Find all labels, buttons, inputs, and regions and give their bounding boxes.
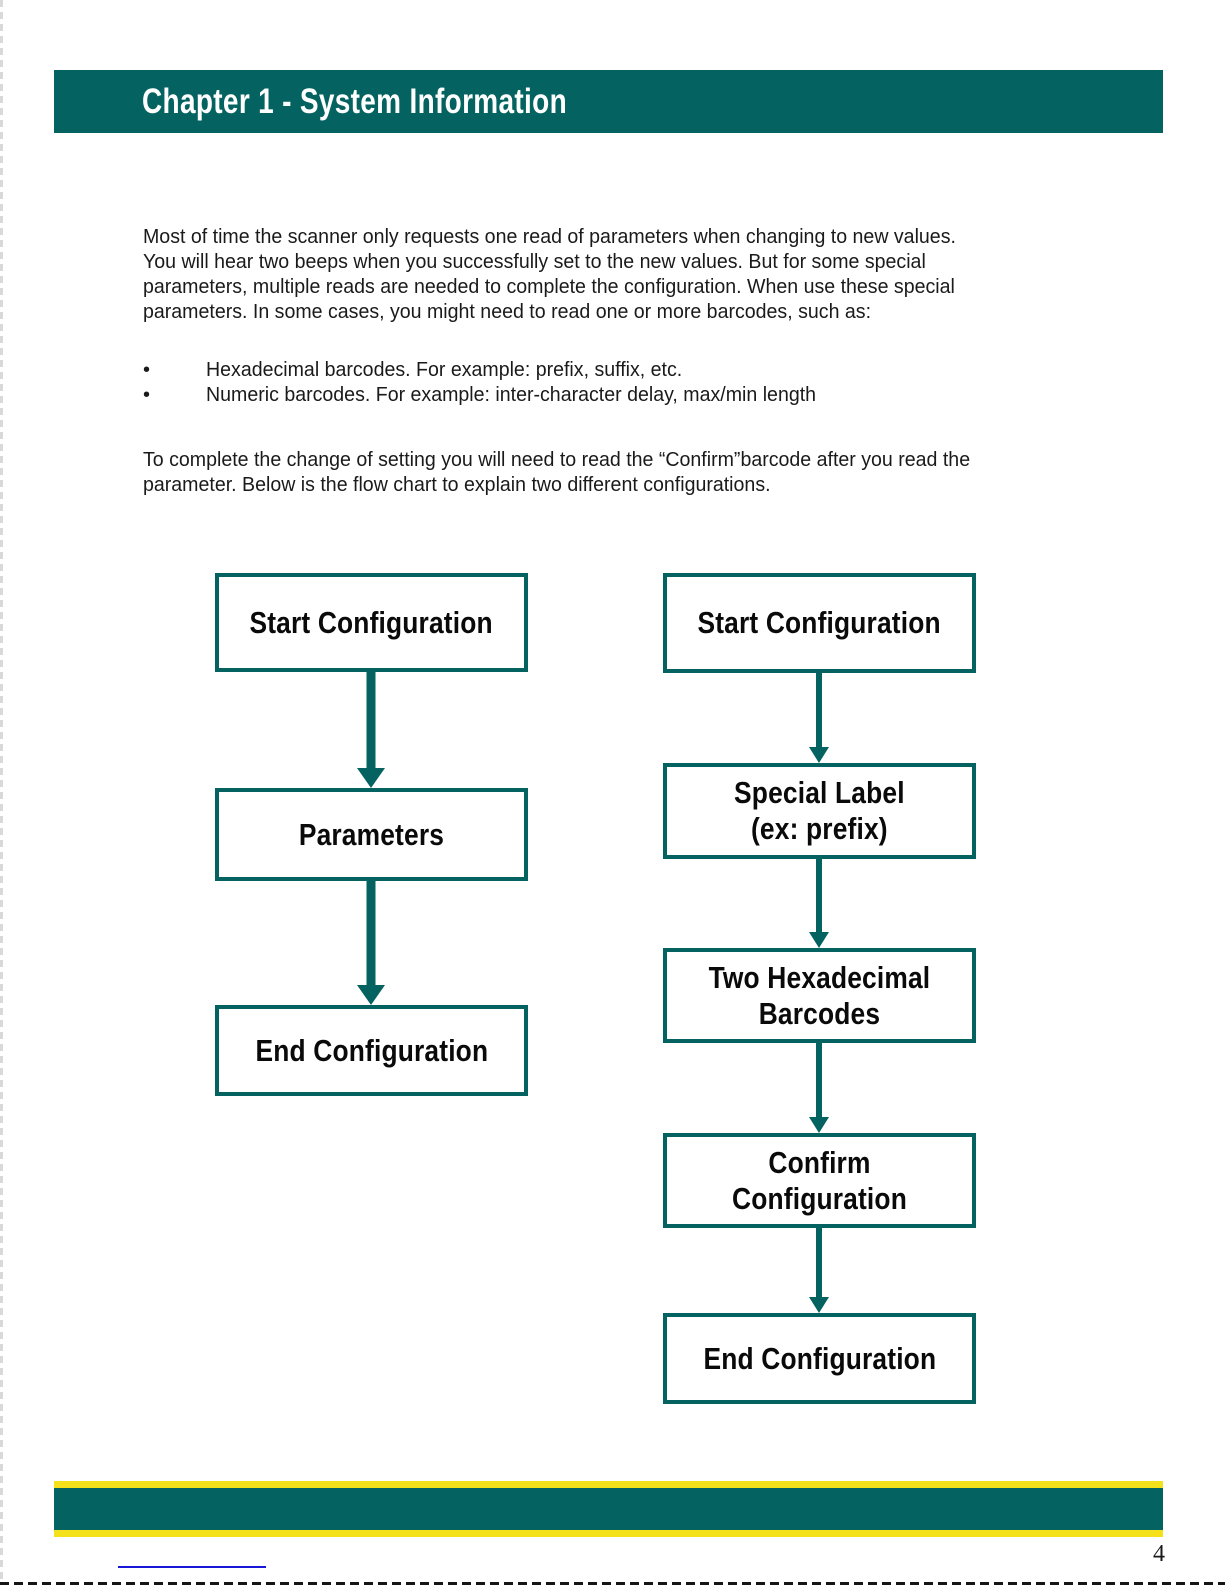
page-edge-left: [0, 0, 3, 1585]
footer-banner: [54, 1488, 1163, 1530]
arrow-shaft: [816, 673, 822, 749]
arrow-shaft: [366, 672, 376, 770]
flow-node-label: End Configuration: [255, 1032, 488, 1068]
arrow-head-icon: [357, 768, 385, 788]
flow-node-left-end: End Configuration: [215, 1005, 528, 1096]
flow-arrow-right-hex-barcodes-to-confirm: [784, 1043, 854, 1133]
flow-node-right-end: End Configuration: [663, 1313, 976, 1404]
flow-node-label: Start Configuration: [249, 604, 494, 640]
arrow-shaft: [816, 1043, 822, 1119]
footer-rule-bottom: [54, 1530, 1163, 1537]
arrow-shaft: [816, 1228, 822, 1299]
closing-paragraph: To complete the change of setting you wi…: [143, 447, 1118, 497]
flow-arrow-right-special-label-to-hex-barcodes: [784, 859, 854, 948]
arrow-head-icon: [357, 985, 385, 1005]
bullet-icon: •: [143, 359, 151, 381]
flow-node-left-start: Start Configuration: [215, 573, 528, 672]
list-item: • Numeric barcodes. For example: inter-c…: [143, 382, 1103, 407]
footer-hyperlink[interactable]: [118, 1566, 266, 1568]
flow-node-right-confirm: Confirm Configuration: [663, 1133, 976, 1228]
flow-node-label: End Configuration: [703, 1340, 936, 1376]
flow-node-label: Parameters: [298, 816, 445, 852]
list-item-label: Hexadecimal barcodes. For example: prefi…: [206, 358, 683, 381]
paragraph-line: You will hear two beeps when you success…: [143, 250, 926, 273]
list-item: • Hexadecimal barcodes. For example: pre…: [143, 357, 1103, 382]
footer-rule-top: [54, 1481, 1163, 1488]
arrow-shaft: [816, 859, 822, 934]
page-title: Chapter 1 - System Information: [142, 81, 568, 121]
flow-arrow-right-start-to-special-label: [784, 673, 854, 763]
paragraph-line: parameters. In some cases, you might nee…: [143, 300, 872, 323]
list-item-label: Numeric barcodes. For example: inter-cha…: [206, 383, 817, 406]
paragraph-line: parameters, multiple reads are needed to…: [143, 275, 955, 298]
barcode-type-list: • Hexadecimal barcodes. For example: pre…: [143, 357, 1103, 407]
paragraph-line: To complete the change of setting you wi…: [143, 448, 971, 471]
arrow-head-icon: [809, 932, 829, 948]
paragraph-line: parameter. Below is the flow chart to ex…: [143, 473, 771, 496]
flow-node-right-special-label: Special Label (ex: prefix): [663, 763, 976, 859]
arrow-head-icon: [809, 1297, 829, 1313]
flow-arrow-right-confirm-to-end: [784, 1228, 854, 1313]
intro-paragraph: Most of time the scanner only requests o…: [143, 224, 1118, 324]
flow-arrow-left-parameters-to-end: [336, 881, 406, 1005]
paragraph-line: Most of time the scanner only requests o…: [143, 225, 956, 248]
arrow-head-icon: [809, 1117, 829, 1133]
arrow-shaft: [366, 881, 376, 987]
page-edge-bottom: [0, 1582, 1225, 1585]
page-number: 4: [1153, 1541, 1165, 1567]
bullet-icon: •: [143, 384, 151, 406]
flow-node-label: Confirm Configuration: [732, 1144, 907, 1216]
flow-node-left-parameters: Parameters: [215, 788, 528, 881]
flow-node-label: Start Configuration: [697, 605, 942, 640]
flow-node-right-hex-barcodes: Two Hexadecimal Barcodes: [663, 948, 976, 1043]
flow-node-label: Two Hexadecimal Barcodes: [708, 959, 931, 1031]
chapter-header-banner: Chapter 1 - System Information: [54, 70, 1163, 133]
arrow-head-icon: [809, 747, 829, 763]
flow-node-label: Special Label (ex: prefix): [734, 775, 905, 846]
flow-arrow-left-start-to-parameters: [336, 672, 406, 788]
flow-node-right-start: Start Configuration: [663, 573, 976, 673]
